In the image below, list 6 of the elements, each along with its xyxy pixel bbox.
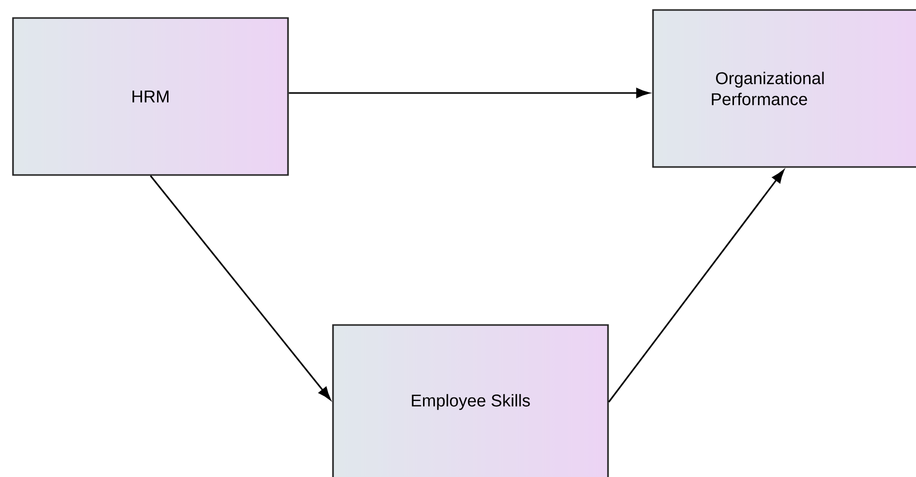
process-box: Employee Skills <box>332 324 609 477</box>
process-box: Organizational Performance <box>652 9 916 168</box>
arrow <box>608 170 784 402</box>
arrow <box>150 175 331 400</box>
arrow <box>288 88 650 98</box>
process-box: HRM <box>12 17 289 176</box>
